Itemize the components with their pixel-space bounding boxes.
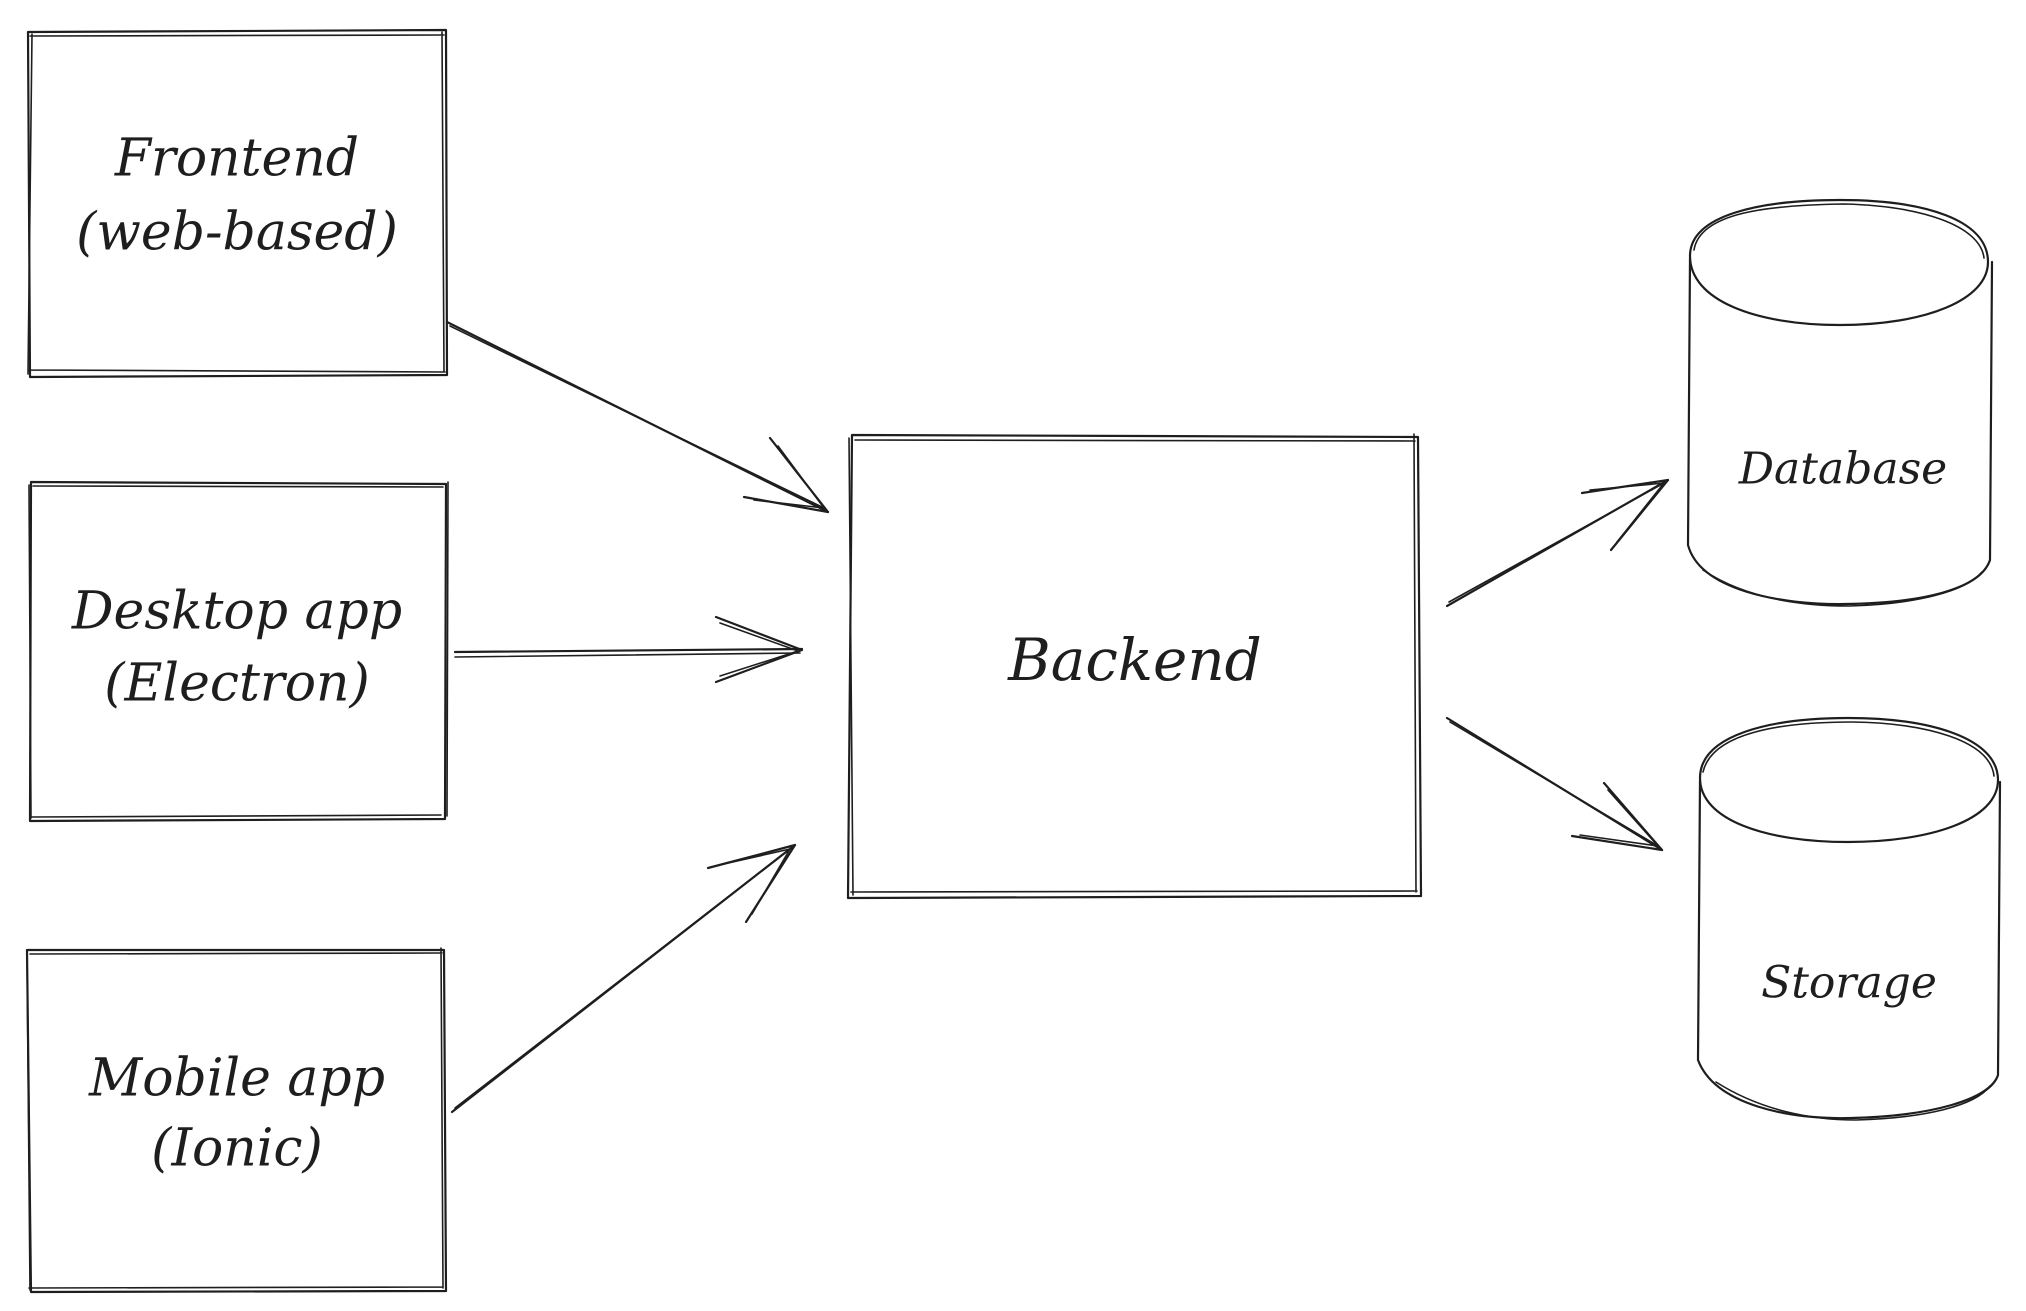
frontend-label-line2: (web-based)	[76, 203, 398, 263]
database-cylinder-body	[1686, 256, 1994, 606]
backend-node[interactable]: Backend	[846, 433, 1423, 900]
desktop-label-line2: (Electron)	[104, 654, 370, 714]
backend-box	[846, 433, 1423, 900]
mobile-label-line2: (Ionic)	[151, 1119, 323, 1179]
storage-cylinder-top	[1698, 716, 2000, 844]
mobile-label-line1: Mobile app	[88, 1049, 385, 1109]
desktop-label-line1: Desktop app	[71, 582, 402, 642]
frontend-box-sketch	[27, 31, 446, 375]
backend-box-sketch	[848, 433, 1418, 896]
storage-cylinder-body	[1696, 778, 2002, 1120]
database-cylinder-top-sketch	[1693, 203, 1985, 259]
mobile-box-sketch	[26, 947, 444, 1291]
desktop-box	[28, 480, 448, 823]
arrow-frontend-to-backend	[445, 320, 830, 514]
frontend-node[interactable]: Frontend (web-based)	[26, 28, 449, 379]
mobile-node[interactable]: Mobile app (Ionic)	[25, 947, 448, 1294]
desktop-box-sketch	[28, 481, 449, 819]
storage-node[interactable]: Storage	[1696, 716, 2002, 1121]
backend-label: Backend	[1007, 626, 1262, 694]
database-cylinder-bottom-sketch	[1702, 569, 1983, 607]
storage-cylinder-bottom-sketch	[1715, 1081, 1991, 1121]
storage-cylinder-top-sketch	[1702, 721, 1995, 777]
database-node[interactable]: Database	[1686, 198, 1994, 607]
arrow-desktop-to-backend	[453, 615, 804, 684]
storage-label: Storage	[1761, 958, 1937, 1009]
database-label: Database	[1738, 444, 1947, 495]
frontend-label-line1: Frontend	[114, 129, 359, 189]
arrow-backend-to-database	[1445, 478, 1670, 608]
desktop-node[interactable]: Desktop app (Electron)	[28, 480, 449, 823]
arrow-backend-to-storage	[1445, 716, 1664, 852]
arrow-mobile-to-backend	[450, 843, 797, 1114]
database-cylinder-top	[1688, 198, 1990, 327]
